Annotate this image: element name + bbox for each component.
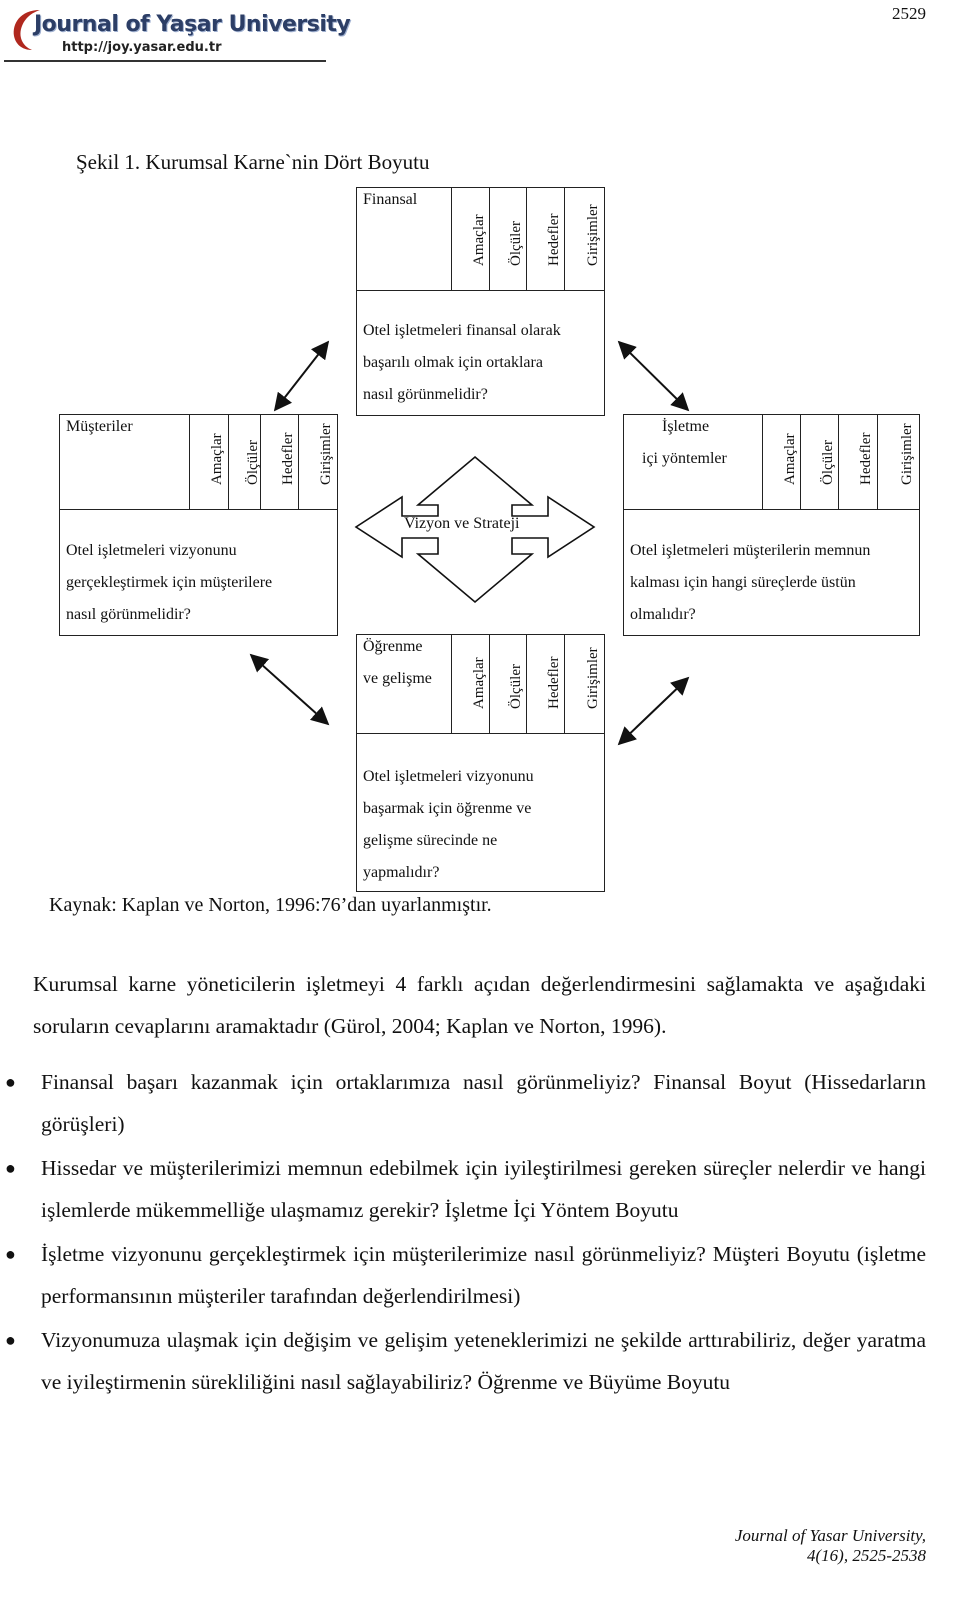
page-footer: Journal of Yasar University, 4(16), 2525… (735, 1526, 926, 1566)
figure-title: Şekil 1. Kurumsal Karne`nin Dört Boyutu (76, 150, 430, 174)
bullet-icon: ● (5, 1158, 16, 1178)
finansal-divider (357, 290, 604, 291)
bullet-icon: ● (5, 1244, 16, 1264)
isletme-col-girisimler: Girişimler (877, 415, 919, 510)
journal-url[interactable]: http://joy.yasar.edu.tr (62, 40, 222, 55)
journal-logo: Journal of Yaşar University http://joy.y… (4, 2, 351, 62)
list-item: ●Vizyonumuza ulaşmak için değişim ve gel… (0, 1319, 926, 1403)
musteriler-col-girisimler: Girişimler (298, 415, 337, 510)
isletme-box: İşletme içi yöntemler Amaçlar Ölçüler He… (623, 414, 920, 636)
journal-name: Journal of Yaşar University (34, 12, 351, 37)
musteriler-question: Otel işletmeleri vizyonunu gerçekleştirm… (66, 542, 273, 623)
finansal-box: Finansal Amaçlar Ölçüler Hedefler Girişi… (356, 187, 605, 416)
ogrenme-col-amaclar: Amaçlar (451, 635, 489, 734)
finansal-title: Finansal (363, 191, 418, 208)
arrow-finansal-isletme (617, 340, 690, 412)
ogrenme-question: Otel işletmeleri vizyonunu başarmak için… (363, 768, 534, 881)
finansal-col-amaclar: Amaçlar (451, 188, 489, 291)
list-item: ●Hissedar ve müşterilerimizi memnun edeb… (0, 1147, 926, 1231)
list-item: ●Finansal başarı kazanmak için ortakları… (0, 1061, 926, 1145)
ogrenme-divider (357, 733, 604, 734)
page-number: 2529 (892, 4, 926, 23)
musteriler-box: Müşteriler Amaçlar Ölçüler Hedefler Giri… (59, 414, 338, 636)
musteriler-divider (60, 509, 337, 510)
body-paragraph: Kurumsal karne yöneticilerin işletmeyi 4… (33, 972, 926, 1038)
logo-swoosh-icon (13, 10, 40, 50)
musteriler-col-olculer: Ölçüler (228, 415, 261, 510)
figure-source: Kaynak: Kaplan ve Norton, 1996:76’dan uy… (49, 894, 492, 916)
musteriler-col-amaclar: Amaçlar (189, 415, 228, 510)
isletme-title: İşletme içi yöntemler (642, 418, 727, 467)
finansal-col-olculer: Ölçüler (489, 188, 526, 291)
musteriler-title: Müşteriler (66, 418, 133, 435)
list-item: ●İşletme vizyonunu gerçekleştirmek için … (0, 1233, 926, 1317)
finansal-question: Otel işletmeleri finansal olarak başarıl… (363, 322, 561, 403)
ogrenme-col-hedefler: Hedefler (526, 635, 564, 734)
arrow-musteriler-ogrenme (249, 653, 330, 726)
finansal-col-girisimler: Girişimler (564, 188, 604, 291)
ogrenme-box: Öğrenme ve gelişme Amaçlar Ölçüler Hedef… (356, 634, 605, 892)
arrow-musteriler-finansal (273, 340, 330, 412)
isletme-divider (624, 509, 919, 510)
footer-journal: Journal of Yasar University, (734, 1526, 926, 1545)
ogrenme-col-olculer: Ölçüler (489, 635, 526, 734)
finansal-col-hedefler: Hedefler (526, 188, 564, 291)
isletme-col-amaclar: Amaçlar (762, 415, 800, 510)
musteriler-col-hedefler: Hedefler (260, 415, 298, 510)
header-rule (4, 60, 326, 62)
footer-citation: 4(16), 2525-2538 (807, 1546, 926, 1565)
vizyon-strateji-label: Vizyon ve Strateji (404, 515, 520, 532)
bullet-icon: ● (5, 1330, 16, 1350)
arrow-ogrenme-isletme (617, 676, 690, 746)
bullet-icon: ● (5, 1072, 16, 1092)
isletme-col-hedefler: Hedefler (838, 415, 877, 510)
bullet-list: ●Finansal başarı kazanmak için ortakları… (0, 1061, 926, 1405)
isletme-col-olculer: Ölçüler (800, 415, 838, 510)
isletme-question: Otel işletmeleri müşterilerin memnun kal… (630, 542, 871, 623)
ogrenme-title: Öğrenme ve gelişme (363, 638, 432, 687)
ogrenme-col-girisimler: Girişimler (564, 635, 604, 734)
